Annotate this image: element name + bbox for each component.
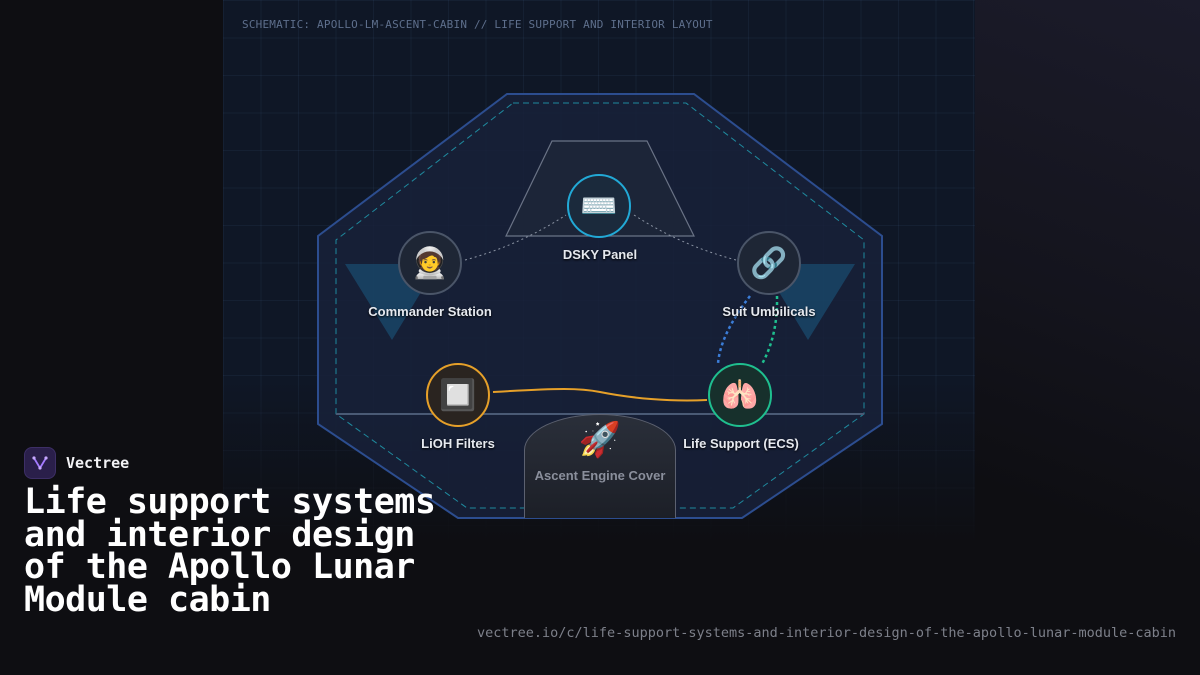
link-umbilicals-ecs-green <box>760 295 779 365</box>
dsky-node: ⌨️ <box>567 174 631 238</box>
brand-name: Vectree <box>66 454 130 472</box>
background-glow <box>975 0 1200 675</box>
brand: Vectree <box>24 447 129 479</box>
ecs-node: 🫁 <box>708 363 772 427</box>
link-icon: 🔗 <box>750 245 788 281</box>
link-commander-dsky <box>464 214 567 261</box>
rocket-icon: 🚀 <box>578 420 622 460</box>
astronaut-icon: 🧑‍🚀 <box>411 245 449 281</box>
vectree-logo-icon <box>24 447 56 479</box>
link-lioh-ecs <box>492 388 708 402</box>
keyboard-icon: ⌨️ <box>580 188 618 224</box>
umbilicals-node: 🔗 <box>737 231 801 295</box>
cabin-inner-outline <box>335 102 865 509</box>
lioh-node: 🔲 <box>426 363 490 427</box>
umbilicals-label: Suit Umbilicals <box>722 304 816 319</box>
link-dsky-umbilicals <box>633 214 737 261</box>
commander-label: Commander Station <box>368 304 492 319</box>
ascent-engine-cover <box>524 414 676 518</box>
dsky-label: DSKY Panel <box>562 247 638 262</box>
page-url[interactable]: vectree.io/c/life-support-systems-and-in… <box>477 625 1176 641</box>
page-title: Life support systems and interior design… <box>24 482 436 620</box>
lioh-label: LiOH Filters <box>421 436 495 451</box>
lungs-icon: 🫁 <box>721 377 759 413</box>
schematic-label: SCHEMATIC: APOLLO-LM-ASCENT-CABIN // LIF… <box>242 18 713 31</box>
commander-node: 🧑‍🚀 <box>398 231 462 295</box>
link-umbilicals-ecs-blue <box>716 295 751 365</box>
filter-cartridge-icon: 🔲 <box>439 377 477 413</box>
vectree-logo-mark <box>32 456 48 470</box>
engine-cover-label: Ascent Engine Cover <box>534 468 666 483</box>
ecs-label: Life Support (ECS) <box>683 436 799 451</box>
